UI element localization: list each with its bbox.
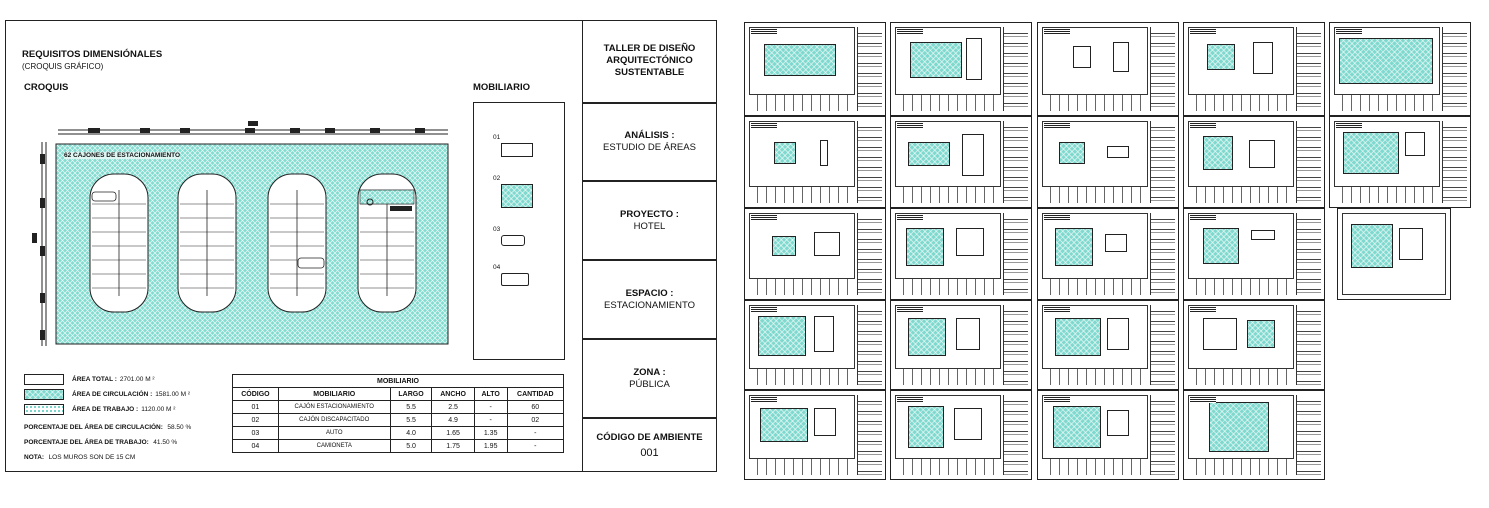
requirements-title: REQUISITOS DIMENSIÓNALES (CROQUIS GRÁFIC… <box>22 49 162 71</box>
sheet-thumbnail[interactable] <box>890 300 1032 390</box>
furniture-items: 01 02 03 04 <box>493 134 533 286</box>
col-header: ALTO <box>473 387 508 401</box>
title-block: TALLER DE DISEÑO ARQUITECTÓNICO SUSTENTA… <box>582 20 718 472</box>
sheet-thumbnail[interactable] <box>1183 22 1325 116</box>
title-block-codigo: CÓDIGO DE AMBIENTE 001 <box>596 431 703 459</box>
sheet-thumbnail[interactable] <box>1037 208 1179 300</box>
car-icon <box>501 235 525 246</box>
sheet-thumbnail[interactable] <box>744 208 886 300</box>
sheet-thumbnail[interactable] <box>1183 300 1325 390</box>
sheet-thumbnail[interactable] <box>1037 116 1179 208</box>
col-header: CÓDIGO <box>232 387 279 401</box>
sheet-thumbnail[interactable] <box>744 300 886 390</box>
sheet-thumbnails <box>740 18 1471 480</box>
sheet-thumbnail[interactable] <box>744 390 886 480</box>
parking-plan <box>32 121 449 346</box>
sheet-thumbnail[interactable] <box>744 22 886 116</box>
furniture-code-03: 03 <box>493 226 501 233</box>
legend-swatch-circulacion <box>24 389 64 400</box>
legend-total: ÁREA TOTAL : 2701.00 M ² <box>24 372 229 387</box>
title-block-analisis: ANÁLISIS : ESTUDIO DE ÁREAS <box>583 104 716 182</box>
furniture-table-title: MOBILIARIO <box>232 374 564 388</box>
col-header: CANTIDAD <box>506 387 565 401</box>
legend-pct-circulacion: PORCENTAJE DEL ÁREA DE CIRCULACIÓN: 58.5… <box>24 424 192 431</box>
title-block-workshop: TALLER DE DISEÑO ARQUITECTÓNICO SUSTENTA… <box>583 20 716 104</box>
legend-swatch-total <box>24 374 64 385</box>
drawing-sheet <box>5 20 717 472</box>
furniture-panel <box>473 102 565 360</box>
furniture-code-01: 01 <box>493 134 501 141</box>
page-subtitle: (CROQUIS GRÁFICO) <box>22 62 104 71</box>
col-header: ANCHO <box>431 387 475 401</box>
legend-trabajo: ÁREA DE TRABAJO : 1120.00 M ² <box>24 402 229 417</box>
mobiliario-label: MOBILIARIO <box>473 82 530 93</box>
sheet-thumbnail[interactable] <box>890 116 1032 208</box>
sheet-thumbnail[interactable] <box>1037 300 1179 390</box>
croquis-label: CROQUIS <box>24 82 69 93</box>
sheet-thumbnail[interactable] <box>1329 116 1471 208</box>
title-block-proyecto: PROYECTO : HOTEL <box>583 182 716 261</box>
furniture-code-02: 02 <box>493 175 501 182</box>
handicap-space-icon <box>501 184 533 208</box>
sheet-thumbnail[interactable] <box>1337 208 1451 300</box>
title-block-espacio: ESPACIO : ESTACIONAMIENTO <box>583 261 716 340</box>
legend-pct-trabajo: PORCENTAJE DEL ÁREA DE TRABAJO: 41.50 % <box>24 439 178 446</box>
parking-count-label: 62 CAJONES DE ESTACIONAMIENTO <box>64 152 181 159</box>
legend-nota: NOTA: LOS MUROS SON DE 15 CM <box>24 454 136 461</box>
title-block-zona: ZONA : PÚBLICA <box>583 340 716 419</box>
sheet-thumbnail[interactable] <box>1183 208 1325 300</box>
furniture-code-04: 04 <box>493 264 501 271</box>
area-legend: ÁREA TOTAL : 2701.00 M ² ÁREA DE CIRCULA… <box>24 372 229 462</box>
legend-circulacion: ÁREA DE CIRCULACIÓN : 1581.00 M ² <box>24 387 229 402</box>
col-header: LARGO <box>389 387 433 401</box>
sheet-thumbnail[interactable] <box>890 22 1032 116</box>
page-title: REQUISITOS DIMENSIÓNALES <box>22 49 163 60</box>
sheet-thumbnail[interactable] <box>1037 22 1179 116</box>
sheet-thumbnail[interactable] <box>1037 390 1179 480</box>
truck-icon <box>501 273 529 286</box>
sheet-thumbnail[interactable] <box>1183 116 1325 208</box>
furniture-table: MOBILIARIO CÓDIGO MOBILIARIO LARGO ANCHO… <box>232 374 565 453</box>
sheet-thumbnail[interactable] <box>890 208 1032 300</box>
sheet-thumbnail[interactable] <box>1329 22 1471 116</box>
sheet-thumbnail[interactable] <box>1183 390 1325 480</box>
sheet-thumbnail[interactable] <box>890 390 1032 480</box>
parking-space-icon <box>501 143 533 157</box>
col-header: MOBILIARIO <box>277 387 391 401</box>
sheet-thumbnail[interactable] <box>744 116 886 208</box>
legend-swatch-trabajo <box>24 404 64 415</box>
